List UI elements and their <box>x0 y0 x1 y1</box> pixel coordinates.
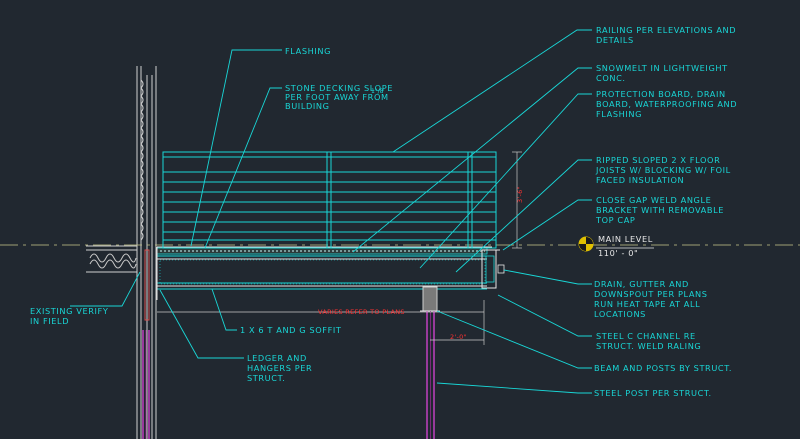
callout-ledger: LEDGER AND HANGERS PER STRUCT. <box>247 353 312 383</box>
svg-text:FACED INSULATION: FACED INSULATION <box>596 175 684 185</box>
svg-text:STRUCT.: STRUCT. <box>247 373 285 383</box>
svg-text:STEEL C CHANNEL RE: STEEL C CHANNEL RE <box>596 331 696 341</box>
callout-railing: RAILING PER ELEVATIONS AND DETAILS <box>596 25 736 45</box>
svg-text:RAILING PER ELEVATIONS AND: RAILING PER ELEVATIONS AND <box>596 25 736 35</box>
callout-stone-decking: STONE DECKING SLOPE PER FOOT AWAY FROM B… <box>285 83 393 111</box>
varies-note: VARIES REFER TO PLANS <box>318 308 405 316</box>
callout-beam-posts: BEAM AND POSTS BY STRUCT. <box>594 363 732 373</box>
svg-text:TOP CAP: TOP CAP <box>595 215 635 225</box>
svg-text:CONC.: CONC. <box>596 73 626 83</box>
svg-text:RIPPED SLOPED 2 X FLOOR: RIPPED SLOPED 2 X FLOOR <box>596 155 720 165</box>
svg-text:PER FOOT AWAY FROM: PER FOOT AWAY FROM <box>285 92 389 102</box>
svg-text:JOISTS W/ BLOCKING W/ FOIL: JOISTS W/ BLOCKING W/ FOIL <box>595 165 731 175</box>
steel-post <box>420 286 440 439</box>
slope-fraction: 1"/8 <box>371 88 384 95</box>
svg-text:STONE DECKING SLOPE: STONE DECKING SLOPE <box>285 83 393 93</box>
svg-text:PROTECTION BOARD, DRAIN: PROTECTION BOARD, DRAIN <box>596 89 726 99</box>
svg-text:SNOWMELT IN LIGHTWEIGHT: SNOWMELT IN LIGHTWEIGHT <box>596 63 728 73</box>
building-wall <box>136 66 157 439</box>
svg-text:LOCATIONS: LOCATIONS <box>594 309 646 319</box>
callout-protection-board: PROTECTION BOARD, DRAIN BOARD, WATERPROO… <box>596 89 737 119</box>
interior-floor <box>86 245 137 273</box>
callout-steel-channel: STEEL C CHANNEL RE STRUCT. WELD RALING <box>596 331 701 351</box>
svg-text:LEDGER AND: LEDGER AND <box>247 353 307 363</box>
dim-rail-height: 3'-6" <box>516 186 524 203</box>
callout-snowmelt: SNOWMELT IN LIGHTWEIGHT CONC. <box>596 63 728 83</box>
main-level-marker: MAIN LEVEL 110' - 0" <box>578 234 654 258</box>
railing <box>162 151 497 249</box>
deck-assembly <box>156 246 505 300</box>
callout-steel-post: STEEL POST PER STRUCT. <box>594 388 712 398</box>
callout-drain-gutter: DRAIN, GUTTER AND DOWNSPOUT PER PLANS RU… <box>594 279 708 319</box>
main-level-elevation: 110' - 0" <box>598 248 638 258</box>
svg-text:BUILDING: BUILDING <box>285 101 330 111</box>
svg-text:EXISTING VERIFY: EXISTING VERIFY <box>30 306 109 316</box>
callout-soffit: 1 X 6 T AND G SOFFIT <box>240 325 342 335</box>
svg-text:RUN HEAT TAPE AT ALL: RUN HEAT TAPE AT ALL <box>594 299 700 309</box>
svg-text:STRUCT. WELD RALING: STRUCT. WELD RALING <box>596 341 701 351</box>
svg-text:DETAILS: DETAILS <box>596 35 634 45</box>
svg-text:BOARD, WATERPROOFING AND: BOARD, WATERPROOFING AND <box>596 99 737 109</box>
callout-existing-verify: EXISTING VERIFY IN FIELD <box>30 306 109 326</box>
svg-text:DOWNSPOUT PER PLANS: DOWNSPOUT PER PLANS <box>594 289 708 299</box>
svg-text:HANGERS PER: HANGERS PER <box>247 363 312 373</box>
callout-close-gap: CLOSE GAP WELD ANGLE BRACKET WITH REMOVA… <box>595 195 724 225</box>
svg-text:BRACKET WITH REMOVABLE: BRACKET WITH REMOVABLE <box>596 205 724 215</box>
main-level-label: MAIN LEVEL <box>598 234 653 244</box>
dimensions: 3'-6" VARIES REFER TO PLANS 2'-0" <box>157 151 524 345</box>
leader-lines <box>70 29 592 394</box>
callout-ripped-joists: RIPPED SLOPED 2 X FLOOR JOISTS W/ BLOCKI… <box>595 155 731 185</box>
svg-text:DRAIN, GUTTER AND: DRAIN, GUTTER AND <box>594 279 689 289</box>
svg-text:FLASHING: FLASHING <box>596 109 642 119</box>
svg-text:IN FIELD: IN FIELD <box>30 316 69 326</box>
callout-flashing: FLASHING <box>285 46 331 56</box>
dim-post-offset: 2'-0" <box>450 333 467 341</box>
svg-text:CLOSE GAP WELD ANGLE: CLOSE GAP WELD ANGLE <box>596 195 711 205</box>
